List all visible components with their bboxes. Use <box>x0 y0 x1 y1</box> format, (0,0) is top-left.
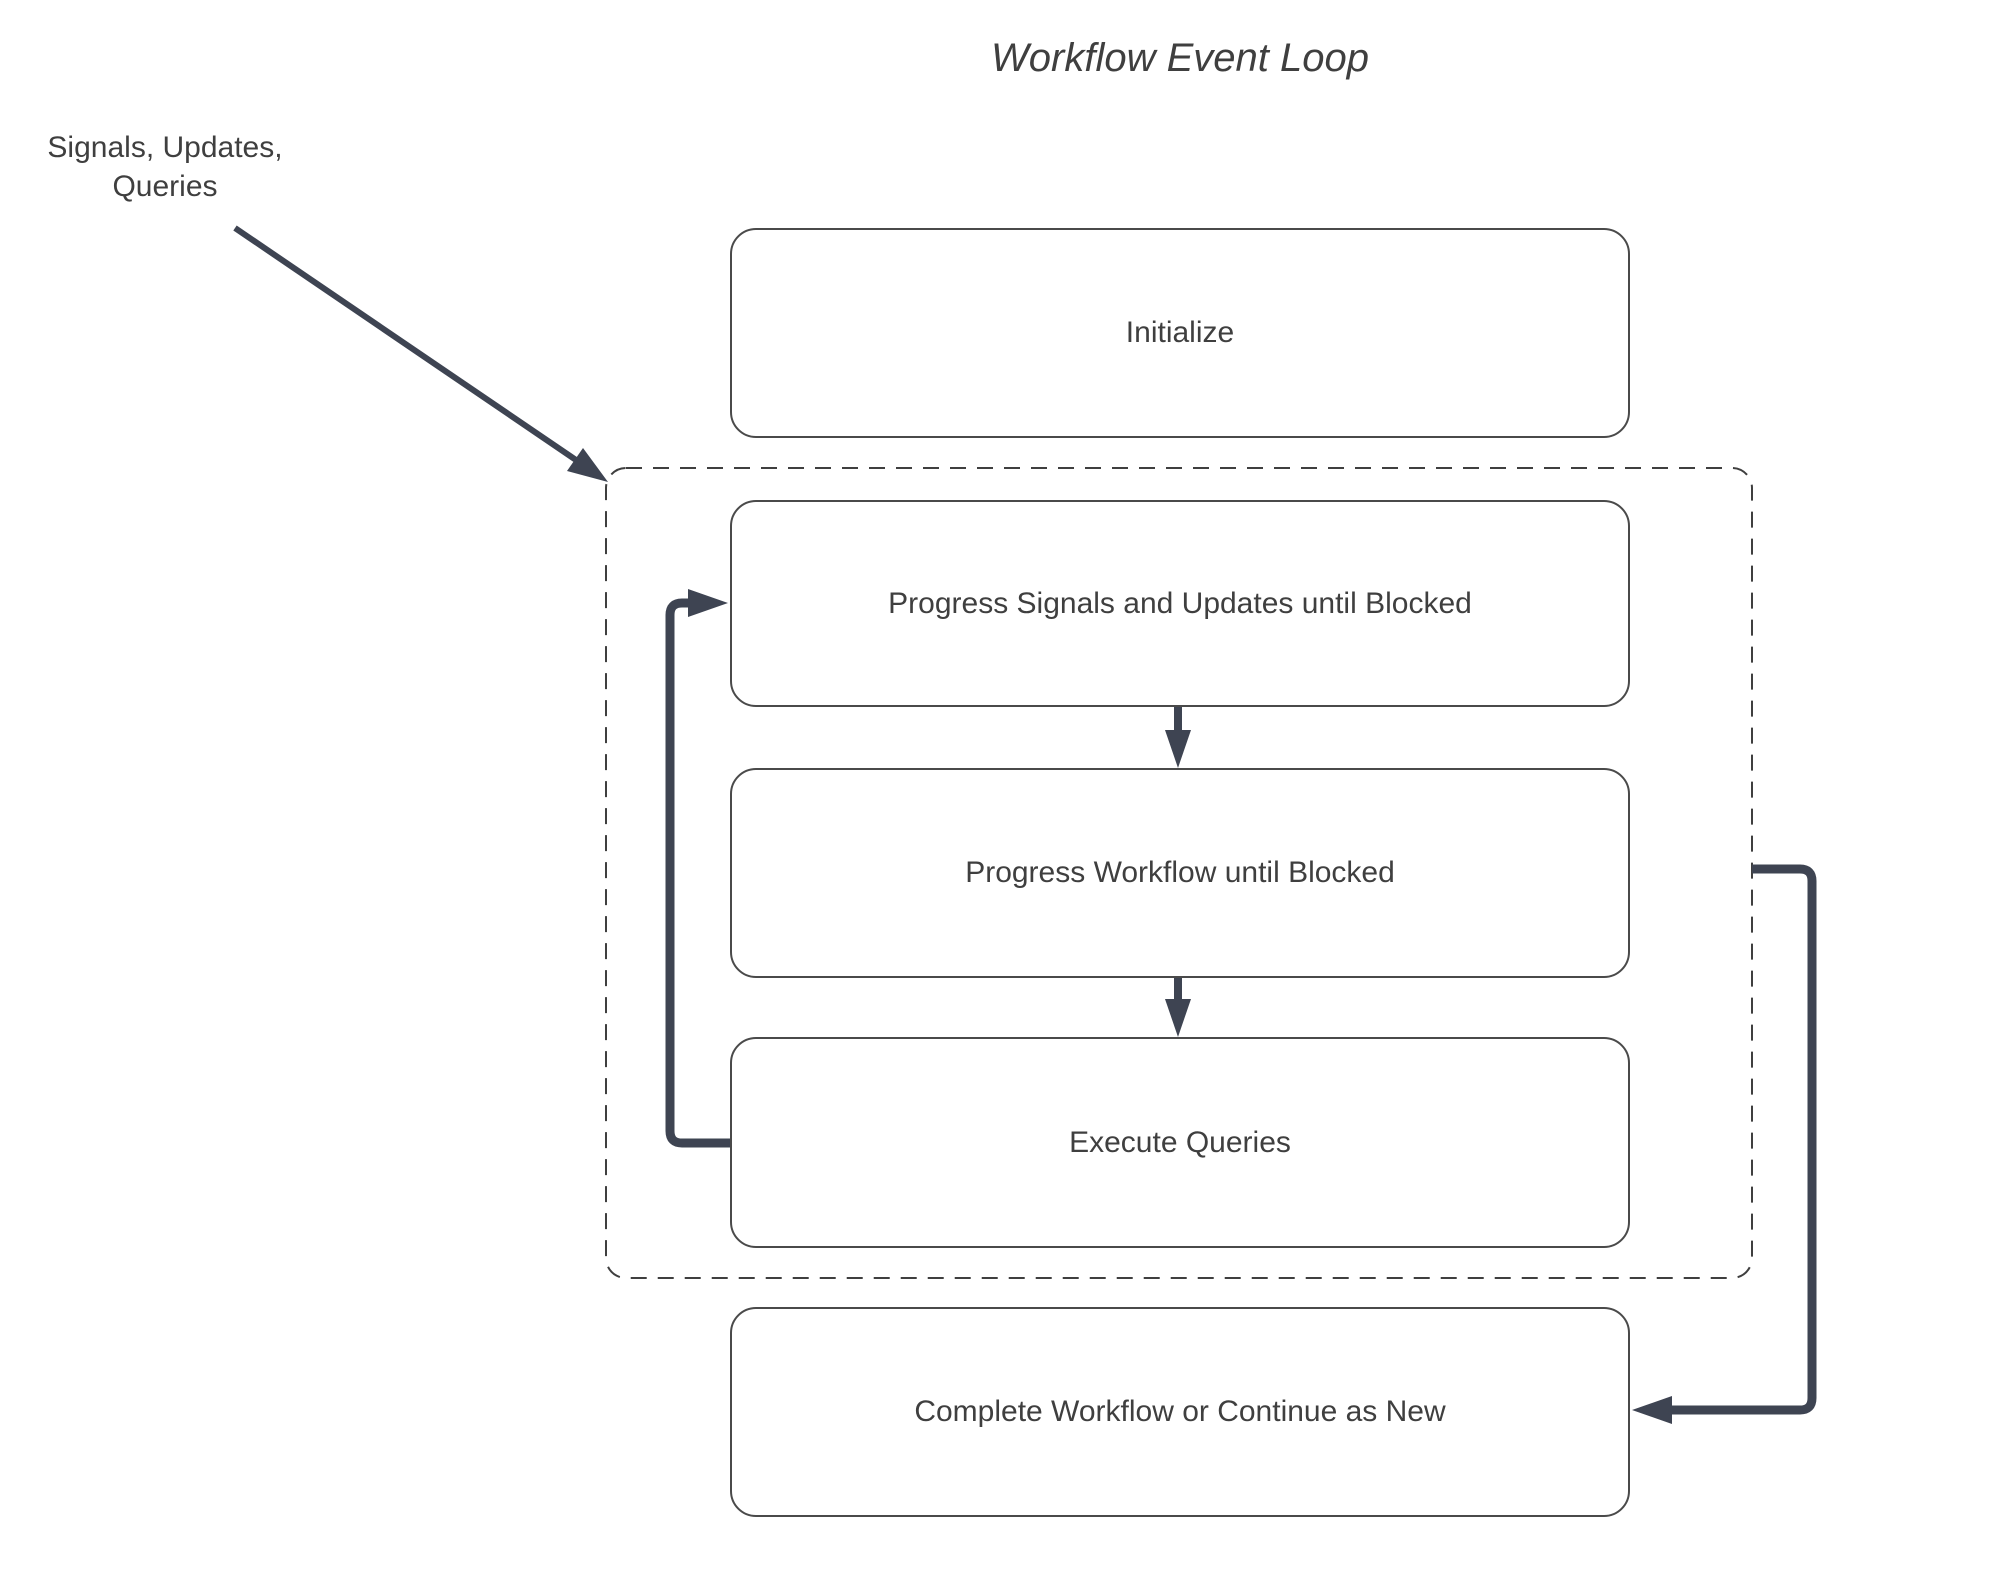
node-execute-queries: Execute Queries <box>730 1037 1630 1248</box>
down-arrowhead-1-icon <box>1165 730 1191 768</box>
down-arrow-2 <box>1165 978 1191 1037</box>
node-initialize: Initialize <box>730 228 1630 438</box>
node-execute-queries-label: Execute Queries <box>1069 1125 1291 1159</box>
down-arrow-1 <box>1165 707 1191 768</box>
node-initialize-label: Initialize <box>1125 316 1235 349</box>
diagram-title: Workflow Event Loop <box>991 36 1369 80</box>
node-progress-signals-label: Progress Signals and Updates until Block… <box>888 586 1472 620</box>
node-progress-workflow: Progress Workflow until Blocked <box>730 768 1630 978</box>
node-complete-workflow: Complete Workflow or Continue as New <box>730 1307 1630 1517</box>
node-progress-signals-and-updates: Progress Signals and Updates until Block… <box>730 500 1630 707</box>
signals-updates-queries-label: Signals, Updates, Queries <box>47 131 283 203</box>
continue-exit-arrowhead-icon <box>1632 1396 1672 1424</box>
loop-back-arrow <box>665 589 730 1148</box>
down-arrowhead-2-icon <box>1165 999 1191 1037</box>
continue-exit-arrow <box>1632 864 1817 1424</box>
node-complete-workflow-label: Complete Workflow or Continue as New <box>914 1395 1446 1428</box>
loop-back-arrowhead-icon <box>688 589 728 617</box>
node-progress-workflow-label: Progress Workflow until Blocked <box>965 856 1395 889</box>
signals-input-arrowhead-icon <box>567 448 608 482</box>
signals-input-arrow <box>233 225 608 482</box>
